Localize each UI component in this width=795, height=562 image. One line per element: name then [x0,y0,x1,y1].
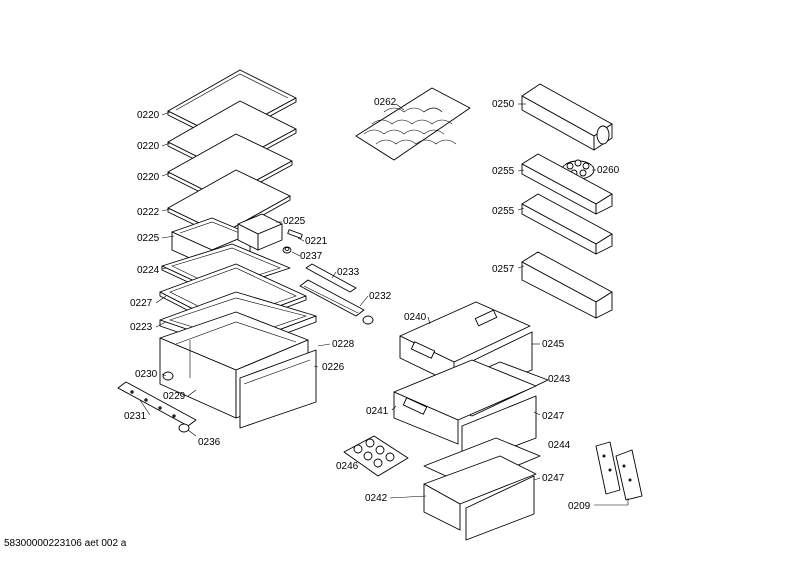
label-0230: 0230 [135,369,158,380]
label-0225-a: 0225 [283,216,306,227]
label-0220-c: 0220 [137,172,160,183]
label-0225-b: 0225 [137,233,160,244]
label-0233: 0233 [337,267,360,278]
door-bin-0255-bottom [521,193,613,255]
label-0221: 0221 [305,236,328,247]
foot-0230 [162,371,174,381]
door-bin-0255-top [521,153,613,215]
label-0241: 0241 [366,406,389,417]
strip-0231 [117,381,197,427]
label-0243: 0243 [548,374,571,385]
label-0231: 0231 [124,411,147,422]
label-0247-a: 0247 [542,411,565,422]
label-0242: 0242 [365,493,388,504]
label-0228: 0228 [332,339,355,350]
label-0260: 0260 [597,165,620,176]
bottle-rack-0262 [355,87,471,161]
label-0236: 0236 [198,437,221,448]
label-0247-b: 0247 [542,473,565,484]
label-0246: 0246 [336,461,359,472]
label-0262: 0262 [374,97,397,108]
cap-0236 [178,423,190,433]
label-0223: 0223 [130,322,153,333]
label-0250: 0250 [492,99,515,110]
rail-0232 [299,279,374,325]
door-bin-0250 [521,83,613,151]
label-0226: 0226 [322,362,345,373]
rail-0233 [305,263,357,293]
label-0232: 0232 [369,291,392,302]
label-0220-a: 0220 [137,110,160,121]
label-0244: 0244 [548,440,571,451]
drawer-0242 [423,455,537,541]
label-0245: 0245 [542,339,565,350]
crisper-drawer-0226 [159,311,317,429]
label-0255-b: 0255 [492,206,515,217]
rod-0221 [287,229,303,239]
label-0255-a: 0255 [492,166,515,177]
label-0224: 0224 [137,265,160,276]
leader-lines [139,103,629,506]
part-labels: 0220 0220 0220 0222 0225 0225 0221 0237 … [124,97,620,512]
label-0227: 0227 [130,298,153,309]
cold-pack-0209 [595,441,643,501]
label-0209: 0209 [568,501,591,512]
clip-0237 [282,246,292,254]
document-id: 58300000223106 aet 002 a [4,538,127,549]
label-0240: 0240 [404,312,427,323]
door-bin-0257 [521,251,613,319]
label-0222: 0222 [137,207,160,218]
storage-box-small-0225 [237,213,283,251]
label-0237: 0237 [300,251,323,262]
ice-tray-0246 [343,435,409,477]
label-0220-b: 0220 [137,141,160,152]
label-0257: 0257 [492,264,515,275]
label-0229: 0229 [163,391,186,402]
